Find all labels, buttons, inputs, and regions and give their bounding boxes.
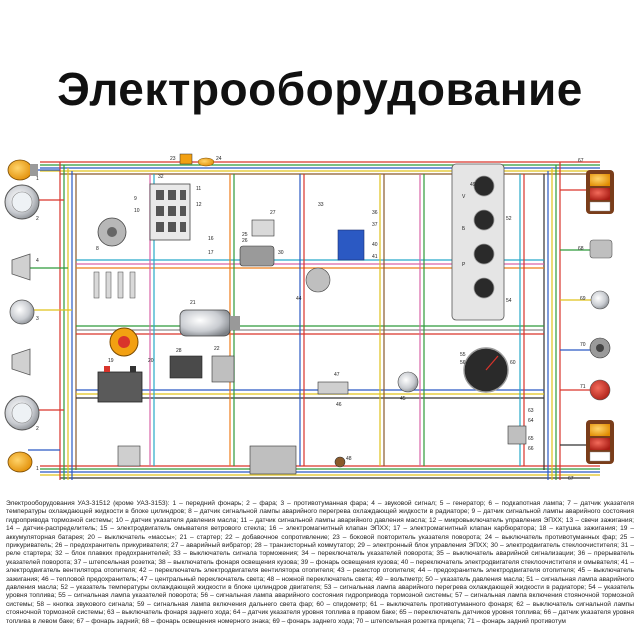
label-60: 60	[510, 360, 516, 366]
label-66: 66	[528, 446, 534, 452]
voltmeter-panel	[451, 163, 505, 321]
label-20: 20	[148, 358, 154, 364]
label-40: 40	[372, 242, 378, 248]
label-19: 19	[108, 358, 114, 364]
fuel-sensor-switch	[507, 425, 527, 445]
label-16: 16	[208, 236, 214, 242]
component-number-labels: 1 2 4 3 2 1 8 9 10 11 12 16 17 19 20 21 …	[36, 156, 586, 482]
central-light-switch	[317, 381, 349, 395]
label-36: 36	[372, 210, 378, 216]
epxx-control-unit	[337, 229, 365, 261]
label-30: 30	[278, 250, 284, 256]
label-28: 28	[176, 348, 182, 354]
label-41: 41	[372, 254, 378, 260]
label-2b: 2	[36, 426, 39, 432]
license-plate-lamp	[589, 239, 613, 259]
label-11: 11	[196, 186, 201, 192]
rear-lamp-right-bottom	[586, 420, 614, 464]
label-52: 52	[506, 216, 512, 222]
rear-fog-lamp	[589, 379, 611, 401]
label-54: 54	[506, 298, 512, 304]
washer-motor	[117, 445, 141, 467]
label-2: 2	[36, 216, 39, 222]
label-22: 22	[214, 346, 220, 352]
label-48: 48	[346, 456, 352, 462]
reverse-lamp	[590, 290, 610, 310]
starter-relay	[251, 219, 275, 237]
label-32: 32	[158, 174, 164, 180]
turn-repeater	[197, 157, 215, 167]
label-1b: 1	[36, 466, 39, 472]
label-69: 69	[580, 296, 586, 302]
generator	[97, 217, 127, 247]
label-71: 71	[580, 384, 586, 390]
horn-left-lower	[11, 348, 31, 376]
label-23: 23	[170, 156, 176, 162]
label-21: 21	[190, 300, 196, 306]
diagram-caption: Электрооборудования УАЗ-31512 (кроме УАЗ…	[6, 500, 634, 625]
label-9: 9	[134, 196, 137, 202]
front-lamp-left-lower	[7, 451, 33, 473]
fuse-block	[149, 183, 191, 241]
ignition-switch	[397, 371, 419, 393]
starter	[179, 309, 240, 337]
label-68: 68	[578, 246, 584, 252]
horn-left	[11, 253, 31, 281]
label-67a: 67	[578, 158, 584, 164]
label-24: 24	[216, 156, 222, 162]
wiring-diagram: 1 2 4 3 2 1 8 9 10 11 12 16 17 19 20 21 …	[4, 153, 614, 482]
label-25: 25	[242, 232, 248, 238]
label-33: 33	[318, 202, 324, 208]
label-12: 12	[196, 202, 202, 208]
foot-light-switch	[334, 456, 346, 468]
distributor-sensor	[109, 327, 139, 357]
headlamp-left-lower	[4, 395, 40, 431]
label-44: 44	[296, 296, 302, 302]
label-46: 46	[336, 402, 342, 408]
label-49: 49	[470, 182, 476, 188]
wiper-switch-block	[249, 445, 297, 475]
ignition-coil	[211, 355, 235, 383]
battery	[97, 366, 143, 403]
label-65: 65	[528, 436, 534, 442]
label-37: 37	[372, 222, 378, 228]
label-8: 8	[96, 246, 99, 252]
label-45: 45	[400, 396, 406, 402]
label-10: 10	[134, 208, 140, 214]
label-3: 3	[36, 316, 39, 322]
hazard-vibrator	[179, 153, 193, 165]
label-56: 56	[460, 360, 466, 366]
label-26: 26	[242, 238, 248, 244]
label-67b: 67	[568, 476, 574, 482]
gauge-letter-p: P	[462, 262, 466, 268]
wiper-motor	[239, 245, 275, 267]
heater-fan-motor	[305, 267, 331, 293]
page-title: Электрооборудование	[57, 63, 583, 115]
spark-plugs	[93, 271, 136, 299]
fog-lamp-left	[9, 299, 35, 325]
trailer-socket	[589, 337, 611, 359]
label-17: 17	[208, 250, 214, 256]
headlamp-left	[4, 184, 40, 220]
label-27: 27	[270, 210, 276, 216]
speedometer	[463, 347, 509, 393]
label-64: 64	[528, 418, 534, 424]
label-4: 4	[36, 258, 39, 264]
gauge-letter-b: Б	[462, 226, 466, 232]
front-lamp-left	[7, 159, 38, 181]
label-1: 1	[36, 176, 39, 182]
gauge-letter-v: V	[462, 194, 466, 200]
transistor-switch	[169, 355, 203, 379]
label-47: 47	[334, 372, 340, 378]
rear-lamp-right-top	[586, 170, 614, 214]
label-63: 63	[528, 408, 534, 414]
label-70: 70	[580, 342, 586, 348]
label-55: 55	[460, 352, 466, 358]
